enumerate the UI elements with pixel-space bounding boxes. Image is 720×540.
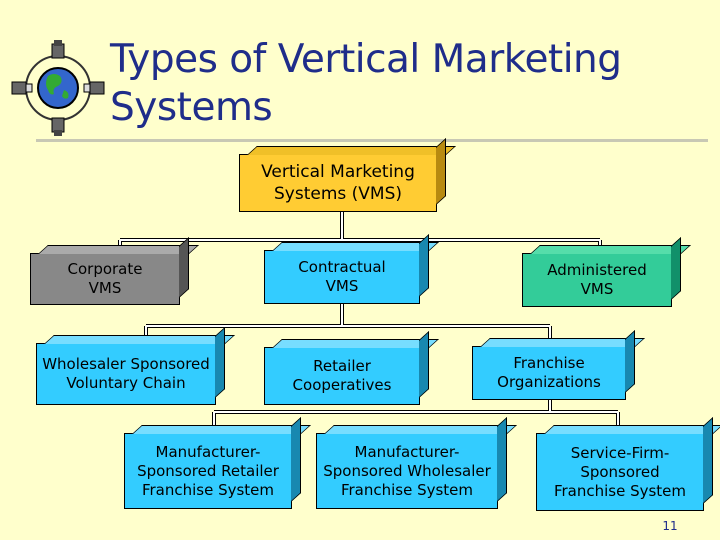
service-firm-line3: Franchise System	[553, 481, 687, 500]
retailer-line2: Cooperatives	[292, 376, 392, 394]
service-firm-line1: Service-Firm-	[570, 443, 670, 462]
contractual-line2: VMS	[325, 277, 359, 295]
corporate-line2: VMS	[88, 279, 122, 297]
retailer-line1: Retailer	[313, 357, 371, 375]
vms-root-box: Vertical Marketing Systems (VMS)	[239, 154, 437, 212]
mfr-wholesaler-line3: Franchise System	[340, 480, 474, 499]
mfr-retailer-line3: Franchise System	[141, 480, 275, 499]
manufacturer-wholesaler-box: Manufacturer- Sponsored Wholesaler Franc…	[316, 433, 498, 509]
slide-title: Types of Vertical Marketing Systems	[110, 37, 622, 130]
manufacturer-retailer-box: Manufacturer- Sponsored Retailer Franchi…	[124, 433, 292, 509]
retailer-cooperatives-box: Retailer Cooperatives	[264, 347, 420, 405]
title-divider	[36, 139, 708, 142]
corporate-vms-box: Corporate VMS	[30, 253, 180, 305]
globe-wheel-icon	[11, 40, 105, 136]
administered-vms-box: Administered VMS	[522, 253, 672, 307]
vms-root-line2: Systems (VMS)	[273, 184, 402, 204]
administered-line1: Administered	[547, 261, 647, 279]
corporate-line1: Corporate	[67, 260, 143, 278]
franchise-organizations-box: Franchise Organizations	[472, 346, 626, 400]
wholesaler-line2: Voluntary Chain	[66, 374, 186, 392]
franchise-line1: Franchise	[513, 354, 585, 372]
contractual-line1: Contractual	[298, 258, 386, 276]
administered-line2: VMS	[580, 280, 614, 298]
mfr-retailer-line2: Sponsored Retailer	[137, 461, 279, 480]
wholesaler-sponsored-box: Wholesaler Sponsored Voluntary Chain	[36, 343, 216, 405]
service-firm-box: Service-Firm- Sponsored Franchise System	[536, 433, 704, 511]
franchise-line2: Organizations	[497, 373, 601, 391]
mfr-retailer-line1: Manufacturer-	[155, 442, 261, 461]
wholesaler-line1: Wholesaler Sponsored	[42, 355, 210, 373]
service-firm-line2: Sponsored	[580, 462, 660, 481]
page-number: 11	[662, 519, 678, 533]
mfr-wholesaler-line2: Sponsored Wholesaler	[323, 461, 491, 480]
mfr-wholesaler-line1: Manufacturer-	[354, 442, 460, 461]
contractual-vms-box: Contractual VMS	[264, 250, 420, 304]
vms-root-line1: Vertical Marketing	[261, 162, 415, 182]
